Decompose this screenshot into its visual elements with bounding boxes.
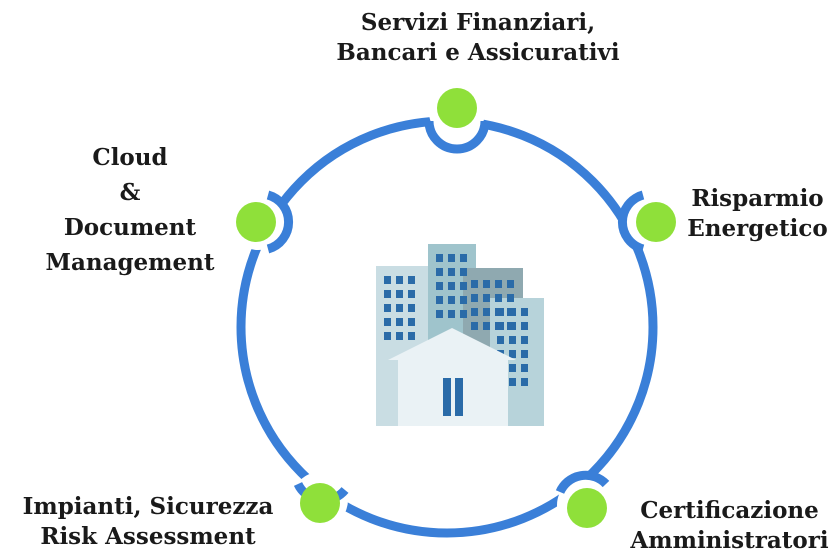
label-left-line-3: Document (63, 214, 197, 241)
building-window (448, 282, 455, 290)
label-left-line-1: Cloud (92, 144, 168, 171)
building-window (408, 332, 415, 340)
label-right: Risparmio Energetico (680, 184, 835, 244)
building-window (495, 280, 502, 288)
label-left: Cloud & Document Management (30, 140, 230, 280)
building-window (396, 276, 403, 284)
label-top: Servizi Finanziari, Bancari e Assicurati… (323, 8, 633, 68)
node-right-dot (636, 202, 676, 242)
building-window (384, 276, 391, 284)
building-window (384, 332, 391, 340)
building-window (509, 350, 516, 358)
building-window (483, 280, 490, 288)
building-window (396, 332, 403, 340)
building-window (471, 294, 478, 302)
building-window (448, 310, 455, 318)
building-window (436, 254, 443, 262)
building-window (521, 336, 528, 344)
building-window (408, 318, 415, 326)
building-window (507, 280, 514, 288)
building-window (509, 378, 516, 386)
city-building-icon (376, 244, 544, 426)
building-window (471, 322, 478, 330)
node-top-dot (437, 88, 477, 128)
building-window (448, 254, 455, 262)
label-bottom-right-line-2: Amministratori (630, 527, 829, 554)
building-window (509, 364, 516, 372)
building-window (521, 350, 528, 358)
node-bottom-left (292, 472, 349, 528)
building-window (509, 336, 516, 344)
building-window (460, 268, 467, 276)
label-left-line-2: & (119, 179, 141, 206)
building-window (495, 294, 502, 302)
node-left-dot (236, 202, 276, 242)
building-window (384, 318, 391, 326)
building-window (483, 308, 490, 316)
building-window (396, 304, 403, 312)
building-window (408, 276, 415, 284)
label-top-line-2: Bancari e Assicurativi (336, 39, 620, 66)
building-window (497, 322, 504, 330)
node-bottom-right-dot (567, 488, 607, 528)
building-window (509, 308, 516, 316)
building-window (471, 280, 478, 288)
label-bottom-left: Impianti, Sicurezza Risk Assessment (8, 492, 288, 552)
node-bottom-right (555, 470, 613, 533)
building-window (460, 296, 467, 304)
label-bottom-right: Certificazione Amministratori (622, 496, 837, 556)
label-bottom-left-line-1: Impianti, Sicurezza (22, 493, 274, 520)
building-window (507, 294, 514, 302)
building-window (521, 364, 528, 372)
building-window (408, 304, 415, 312)
building-window (436, 268, 443, 276)
building-window (497, 336, 504, 344)
building-window (448, 296, 455, 304)
building-window (521, 378, 528, 386)
building-window (483, 322, 490, 330)
building-window (384, 304, 391, 312)
building-window (521, 308, 528, 316)
building-window (460, 254, 467, 262)
building-window (509, 322, 516, 330)
label-top-line-1: Servizi Finanziari, (360, 9, 596, 36)
building-window (448, 268, 455, 276)
building-window (521, 322, 528, 330)
node-top (424, 84, 490, 154)
label-right-line-1: Risparmio (691, 185, 824, 212)
label-left-line-4: Management (45, 249, 215, 276)
label-bottom-left-line-2: Risk Assessment (40, 523, 256, 550)
building-window (471, 308, 478, 316)
building-window (460, 282, 467, 290)
node-left (230, 190, 294, 254)
building-window (408, 290, 415, 298)
building-window (436, 310, 443, 318)
node-right (617, 190, 680, 254)
building-window (483, 294, 490, 302)
building-window (384, 290, 391, 298)
building-window (436, 296, 443, 304)
building-window (436, 282, 443, 290)
label-right-line-2: Energetico (687, 215, 828, 242)
node-bottom-left-dot (300, 483, 340, 523)
building-window (460, 310, 467, 318)
building-window (497, 308, 504, 316)
building-window (396, 290, 403, 298)
label-bottom-right-line-1: Certificazione (640, 497, 819, 524)
building-window (396, 318, 403, 326)
